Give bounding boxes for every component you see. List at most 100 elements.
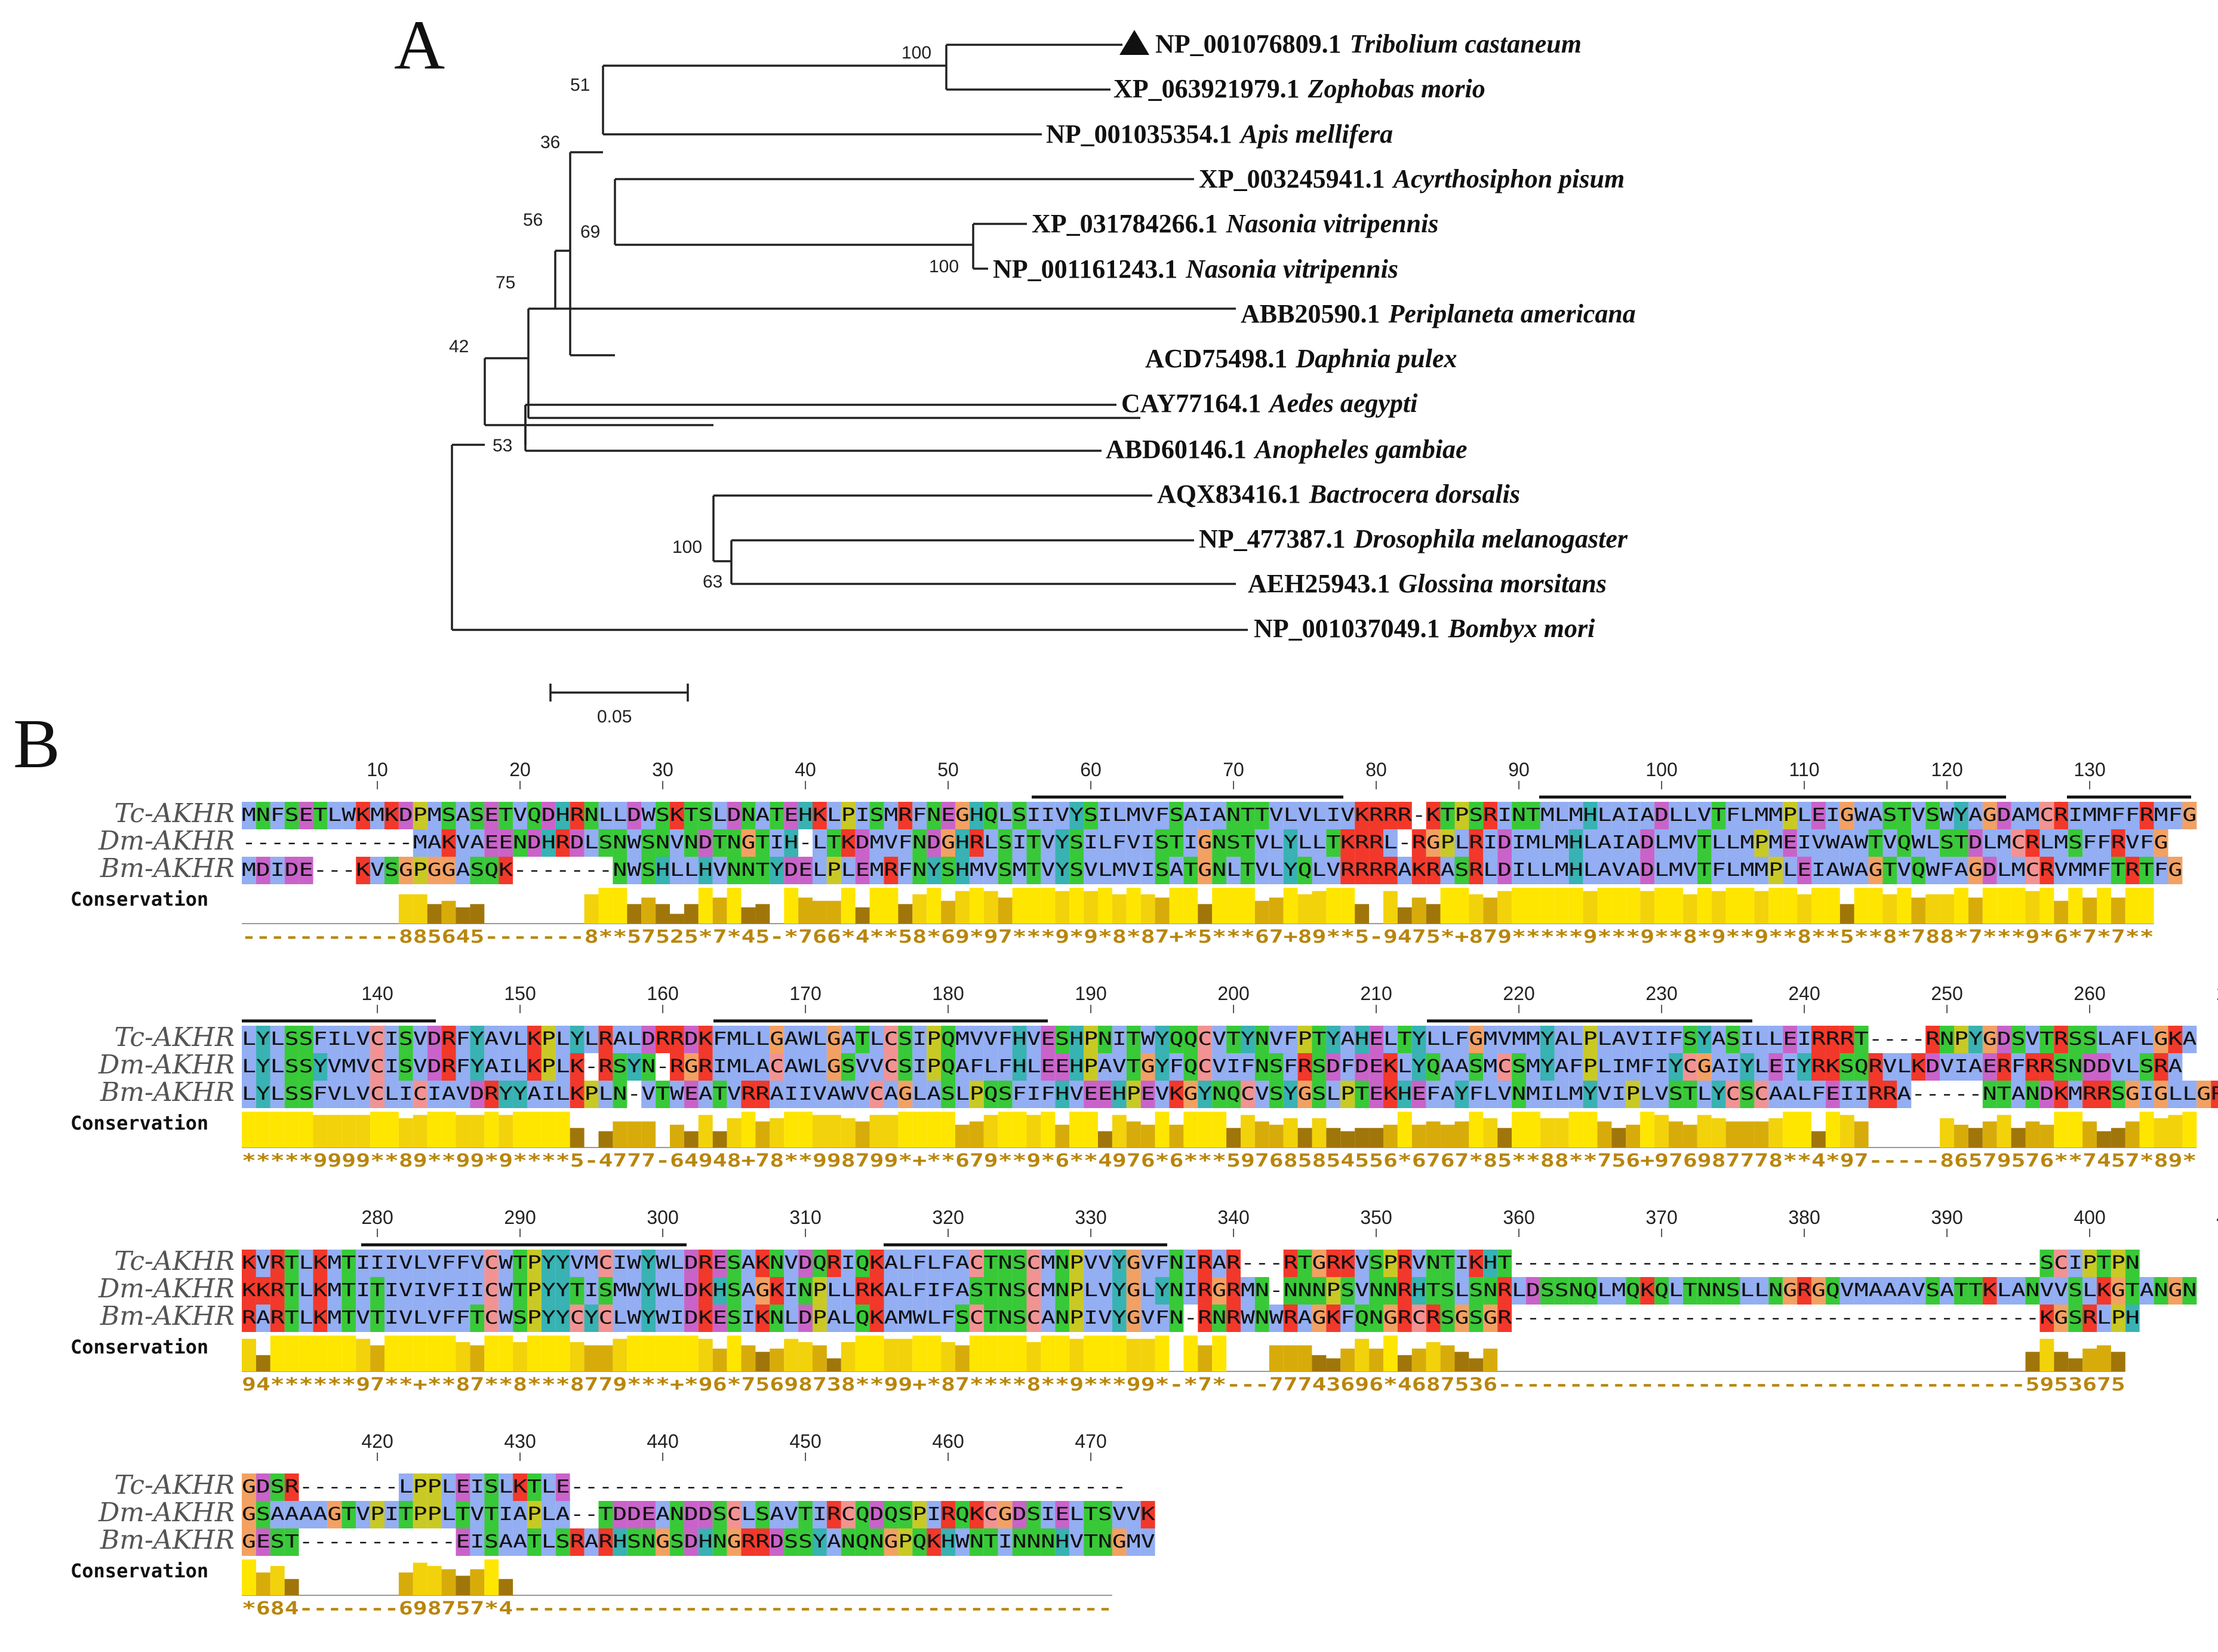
conservation-bar xyxy=(727,888,742,924)
residue-cell xyxy=(1597,802,1612,829)
conservation-bar xyxy=(1055,891,1070,924)
conservation-bar xyxy=(1140,894,1155,924)
residue-cell xyxy=(1554,829,1569,857)
residue-cell xyxy=(1183,1053,1198,1081)
residue-cell xyxy=(841,1277,856,1305)
residue-cell xyxy=(855,802,870,829)
conservation-bar xyxy=(1397,907,1412,924)
conservation-bar xyxy=(1454,1121,1469,1148)
residue-cell xyxy=(1868,857,1883,884)
residue-cell xyxy=(1740,1277,1755,1305)
conservation-bar xyxy=(770,1118,785,1148)
conservation-bar xyxy=(1583,1112,1598,1148)
residue-cell xyxy=(1711,802,1726,829)
conservation-bar xyxy=(256,1112,270,1148)
residue-cell xyxy=(313,1053,328,1081)
residue-cell xyxy=(1212,829,1227,857)
residue-cell xyxy=(342,1053,356,1081)
residue-cell xyxy=(284,1053,299,1081)
residue-cell xyxy=(584,1250,599,1277)
conservation-bar xyxy=(1183,1336,1198,1371)
residue-cell xyxy=(456,1305,470,1332)
residue-cell xyxy=(1540,1081,1555,1108)
conservation-bar xyxy=(627,1336,642,1371)
conservation-bar xyxy=(1226,1128,1241,1148)
position-label: 130 xyxy=(2074,759,2105,780)
residue-cell xyxy=(570,1305,585,1332)
conservation-bar xyxy=(2111,1352,2125,1371)
conservation-bar xyxy=(798,897,813,924)
residue-cell xyxy=(1654,1081,1669,1108)
conservation-bar xyxy=(1269,897,1284,924)
residue-cell xyxy=(927,1305,942,1332)
conservation-bar xyxy=(555,1336,570,1371)
conservation-bar xyxy=(884,888,899,924)
position-label: 80 xyxy=(1365,759,1387,780)
residue-cell xyxy=(755,1026,770,1053)
residue-cell xyxy=(2097,802,2111,829)
residue-cell xyxy=(1740,857,1755,884)
residue-cell xyxy=(1069,1277,1084,1305)
residue-cell xyxy=(656,802,670,829)
residue-cell xyxy=(1982,829,1997,857)
residue-cell xyxy=(1754,1277,1769,1305)
residue-cell xyxy=(841,829,856,857)
conservation-bar xyxy=(1483,1118,1498,1148)
conservation-bar xyxy=(1312,1118,1327,1148)
residue-cell xyxy=(541,1473,556,1501)
conservation-bar xyxy=(641,897,656,924)
residue-cell xyxy=(1055,1277,1070,1305)
residue-cell xyxy=(927,802,942,829)
conservation-bar xyxy=(299,1112,313,1148)
residue-cell xyxy=(1454,1026,1469,1053)
residue-cell xyxy=(1469,1250,1484,1277)
residue-cell xyxy=(770,1053,785,1081)
residue-cell xyxy=(1026,1081,1041,1108)
conservation-bar xyxy=(884,1339,899,1371)
residue-cell xyxy=(1055,1053,1070,1081)
conservation-bar xyxy=(813,900,827,924)
bootstrap-values: 100 51 36 69 100 56 75 42 53 100 63 xyxy=(449,43,959,592)
conservation-bar xyxy=(869,1115,884,1148)
residue-cell xyxy=(1226,1305,1241,1332)
conservation-bar xyxy=(456,1115,470,1148)
residue-cell xyxy=(456,1053,470,1081)
conservation-bar xyxy=(598,1131,613,1148)
position-label: 40 xyxy=(795,759,816,780)
conservation-bar xyxy=(1996,1115,2011,1148)
residue-cell xyxy=(284,857,299,884)
residue-cell xyxy=(570,1053,585,1081)
residue-cell xyxy=(656,1277,670,1305)
residue-cell xyxy=(1797,829,1811,857)
conservation-bar xyxy=(1397,1112,1412,1148)
residue-cell xyxy=(2097,857,2111,884)
residue-cell xyxy=(784,829,799,857)
residue-cell xyxy=(2154,1053,2168,1081)
residue-cell xyxy=(841,802,856,829)
residue-cell xyxy=(1041,1026,1056,1053)
residue-cell xyxy=(1084,1501,1098,1528)
residue-cell xyxy=(941,1026,955,1053)
bootstrap-label: 75 xyxy=(496,273,515,293)
conservation-bar xyxy=(1012,1112,1027,1148)
position-label: 370 xyxy=(1645,1207,1677,1228)
conservation-bar xyxy=(2097,1131,2111,1148)
residue-cell xyxy=(570,1250,585,1277)
residue-cell xyxy=(656,857,670,884)
residue-cell xyxy=(1640,829,1655,857)
conservation-bar xyxy=(1098,888,1112,924)
bootstrap-label: 100 xyxy=(902,43,931,63)
conservation-bar xyxy=(1383,891,1398,924)
residue-cell xyxy=(698,857,713,884)
residue-cell xyxy=(1754,1026,1769,1053)
position-label: 230 xyxy=(1645,983,1677,1004)
residue-cell xyxy=(1540,857,1555,884)
conservation-bar xyxy=(1084,1112,1098,1148)
residue-cell xyxy=(1041,1250,1056,1277)
conservation-bar xyxy=(570,1342,585,1371)
residue-cell xyxy=(1355,1081,1370,1108)
residue-cell xyxy=(1512,1053,1526,1081)
conservation-bar xyxy=(270,1336,285,1371)
residue-cell xyxy=(456,1250,470,1277)
